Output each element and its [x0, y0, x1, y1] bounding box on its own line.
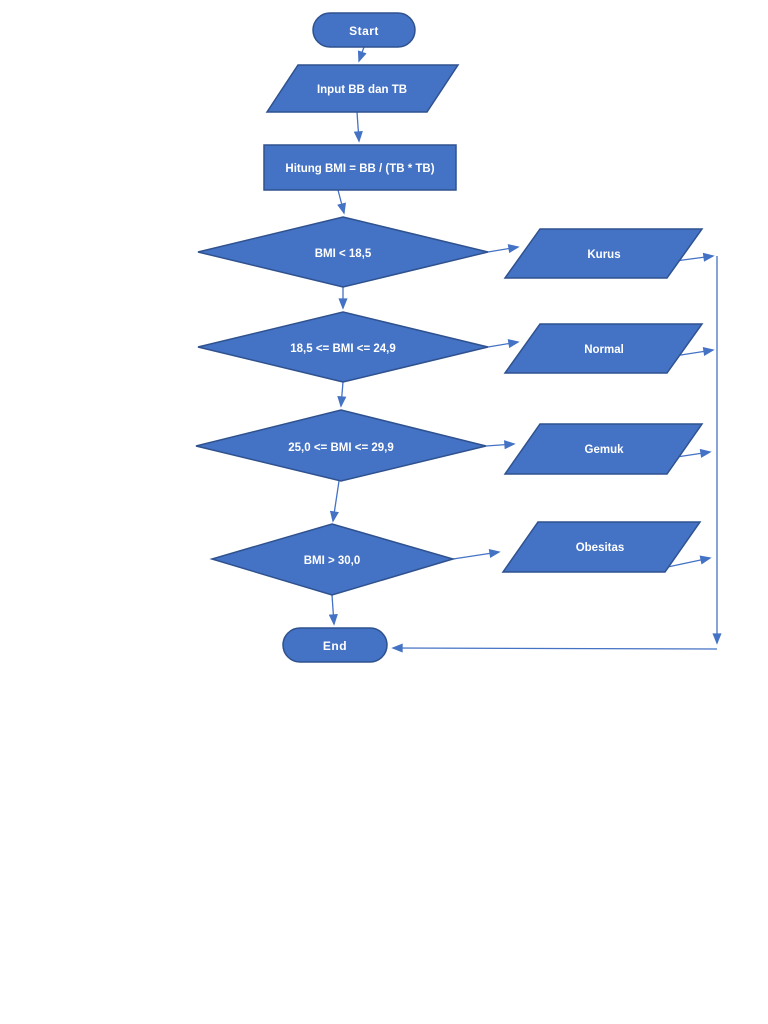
connector-start-to-input	[357, 46, 367, 63]
connector-process-to-decision1	[337, 189, 346, 215]
output3-parallelogram-shape	[503, 423, 704, 475]
connector-decision2-to-output2	[487, 339, 520, 349]
output4-node-label: Obesitas	[576, 542, 625, 554]
decision1-node-label: BMI < 18,5	[315, 248, 372, 260]
decision1-diamond-shape	[197, 216, 489, 288]
connector-decision4-to-end	[328, 594, 338, 626]
process-rectangle-shape	[263, 144, 457, 191]
decision3-diamond-shape	[195, 409, 487, 482]
decision2-node-label: 18,5 <= BMI <= 24,9	[290, 343, 396, 355]
decision3-node-label: 25,0 <= BMI <= 29,9	[288, 442, 394, 454]
connector-decision3-to-decision4	[329, 480, 340, 523]
connector-input-to-process	[353, 111, 363, 143]
connector-busline-to-end	[391, 643, 718, 653]
output3-node-label: Gemuk	[585, 444, 625, 456]
output2-node: Normal	[503, 323, 704, 374]
decision3-node: 25,0 <= BMI <= 29,9	[195, 409, 487, 482]
output1-node-label: Kurus	[587, 249, 620, 261]
decision2-diamond-shape	[197, 311, 489, 383]
end-node-label: End	[323, 639, 347, 653]
decision2-node: 18,5 <= BMI <= 24,9	[197, 311, 489, 383]
output2-parallelogram-shape	[503, 323, 704, 374]
end-terminator-shape	[282, 627, 388, 663]
input-node: Input BB dan TB	[265, 64, 460, 113]
connector-decision2-to-decision3	[337, 381, 347, 408]
output1-node: Kurus	[503, 228, 704, 279]
decision4-node-label: BMI > 30,0	[304, 555, 361, 567]
start-terminator-shape	[312, 12, 416, 48]
connector-decision1-to-output1	[487, 244, 520, 254]
start-node: Start	[312, 12, 416, 48]
output3-node: Gemuk	[503, 423, 704, 475]
output4-node: Obesitas	[501, 521, 702, 573]
output2-node-label: Normal	[584, 344, 624, 356]
decision4-diamond-shape	[209, 523, 456, 596]
process-node-label: Hitung BMI = BB / (TB * TB)	[285, 163, 434, 175]
decision4-node: BMI > 30,0	[209, 523, 456, 596]
connector-output4-to-busline	[662, 555, 712, 569]
input-node-label: Input BB dan TB	[317, 84, 407, 96]
output4-parallelogram-shape	[501, 521, 702, 573]
start-node-label: Start	[349, 24, 379, 38]
input-parallelogram-shape	[265, 64, 460, 113]
process-node: Hitung BMI = BB / (TB * TB)	[263, 144, 457, 191]
end-node: End	[282, 627, 388, 663]
connector-decision4-to-output4	[452, 548, 501, 560]
connector-decision3-to-output3	[485, 440, 516, 450]
output1-parallelogram-shape	[503, 228, 704, 279]
decision1-node: BMI < 18,5	[197, 216, 489, 288]
